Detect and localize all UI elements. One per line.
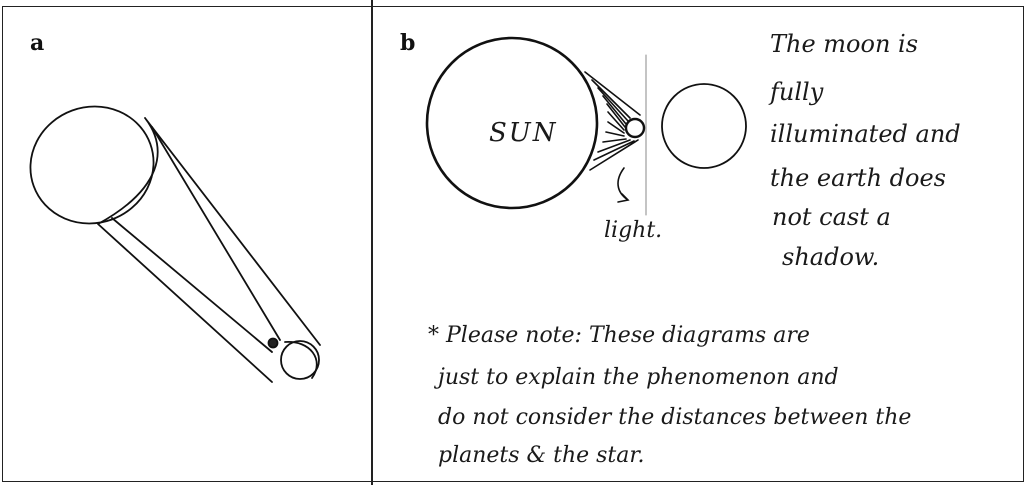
- moon-b: [661, 83, 747, 169]
- note-line: just to explain the phenomenon and: [433, 365, 839, 390]
- sun-label: SUN: [489, 118, 557, 148]
- panel-a-label: a: [30, 30, 45, 56]
- caption-line: shadow.: [782, 243, 879, 271]
- caption-line: fully: [768, 78, 824, 106]
- note-line: planets & the star.: [438, 443, 645, 468]
- note-line: * Please note: These diagrams are: [428, 323, 810, 348]
- earth-b: [624, 117, 646, 139]
- panel-divider: [371, 0, 373, 485]
- sun-circle-b: [425, 36, 599, 210]
- note: * Please note: These diagrams are just t…: [428, 323, 911, 468]
- caption-line: The moon is: [770, 30, 918, 58]
- figure-border: [2, 6, 1024, 482]
- light-arrow-b: [617, 167, 630, 203]
- caption-line: the earth does: [770, 164, 946, 192]
- beam-inner-a: [111, 126, 281, 353]
- caption-b: The moon is fully illuminated and the ea…: [768, 30, 961, 271]
- light-label: light.: [604, 218, 662, 243]
- caption-line: not cast a: [772, 203, 891, 231]
- note-line: do not consider the distances between th…: [438, 405, 911, 430]
- panel-b-label: b: [400, 30, 416, 56]
- panel-b-drawing: [425, 36, 747, 216]
- moon-a: [267, 337, 279, 349]
- caption-line: illuminated and: [770, 120, 961, 148]
- light-beam-b: [584, 71, 641, 171]
- panel-a-drawing: [29, 105, 321, 383]
- sun-circle-a: [29, 105, 155, 225]
- light-beam-a: [97, 117, 321, 383]
- earth-outline-a: [284, 341, 318, 379]
- earth-a: [280, 340, 320, 380]
